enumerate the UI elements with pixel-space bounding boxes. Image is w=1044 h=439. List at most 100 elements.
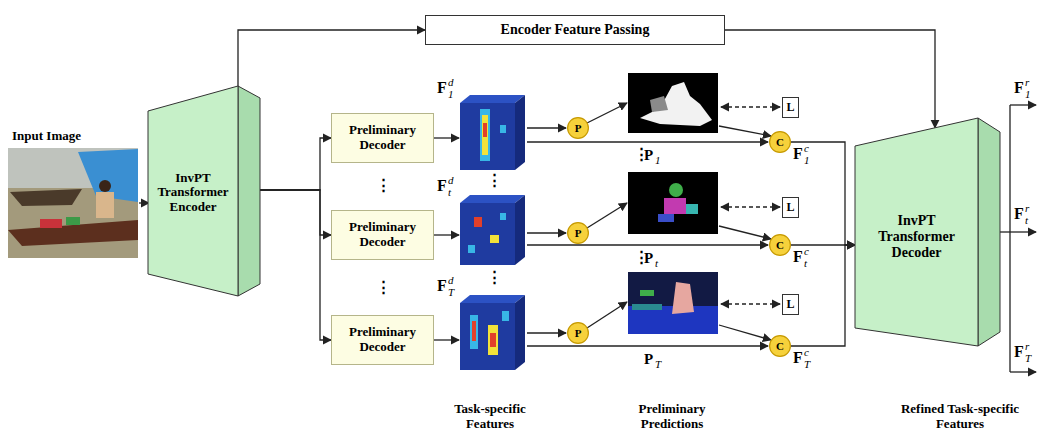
connector-arrow	[238, 30, 425, 86]
feature-activation	[490, 235, 499, 243]
node-label: Preliminary Decoder	[332, 123, 433, 152]
math-index: T	[448, 287, 454, 298]
feature-map-side	[515, 95, 525, 170]
circle-outline	[568, 323, 589, 344]
block-front-face	[148, 86, 238, 296]
prediction-ground	[628, 272, 718, 334]
node-label: L	[786, 298, 794, 311]
node-label: L	[786, 201, 794, 214]
photo-water	[8, 148, 138, 258]
node-label: InvPT Transformer Decoder	[867, 213, 967, 260]
feature-arrow	[527, 332, 566, 333]
math-index: d	[448, 175, 454, 186]
feature-arrow	[527, 127, 566, 128]
circle-outline	[568, 223, 589, 244]
feature-activation	[490, 333, 496, 347]
feature-passing-box: Encoder Feature Passing	[425, 15, 725, 45]
concat-circle: C	[769, 335, 791, 357]
loss-box: L	[782, 294, 799, 315]
parsing-region	[658, 214, 674, 222]
node-text-area: P	[567, 322, 589, 344]
connector-arrow	[725, 30, 935, 128]
feature-arrow	[430, 234, 459, 235]
prediction-arrow	[587, 203, 627, 228]
figure-label: P	[644, 148, 653, 163]
photo-boat	[10, 189, 82, 206]
input-photo	[8, 148, 138, 258]
node-label: P	[575, 327, 582, 339]
node-label: Preliminary Decoder	[332, 220, 433, 249]
math-index: 1	[804, 155, 810, 166]
connector-arrow	[260, 138, 331, 190]
node-text-area: L	[783, 295, 798, 314]
output-arrow	[1010, 104, 1036, 105]
feature-activation	[483, 123, 487, 137]
math-index: d	[448, 77, 454, 88]
feature-activation	[468, 245, 475, 253]
predict-circle: P	[567, 117, 589, 139]
math-index: 1	[655, 155, 661, 166]
circle-outline	[770, 132, 791, 153]
node-label: L	[786, 101, 794, 114]
math-index: r	[1025, 341, 1029, 352]
math-index: t	[448, 187, 451, 198]
node-text-area: InvPT Transformer Decoder	[855, 146, 978, 328]
feature-activation	[470, 315, 478, 349]
decoder-box: Preliminary Decoder	[331, 113, 434, 163]
loss-arrow	[721, 206, 780, 207]
output-arrow	[1010, 371, 1036, 372]
feature-activation	[488, 325, 498, 355]
figure-label: Input Image	[12, 129, 81, 142]
prediction-ground	[628, 73, 718, 133]
segmentation-boat	[632, 304, 662, 310]
section-caption: Task-specific Features	[435, 402, 545, 432]
math-index: r	[1025, 77, 1029, 88]
math-index: c	[804, 347, 809, 358]
feature-map	[460, 295, 525, 370]
node-text-area: L	[783, 98, 798, 117]
figure-label: P	[644, 251, 653, 266]
parsing-prediction	[628, 172, 718, 234]
figure-label: P	[644, 352, 653, 367]
node-text-area: C	[769, 234, 791, 256]
feature-activation	[474, 217, 482, 227]
feature-map-front	[460, 203, 515, 265]
math-index: t	[655, 258, 658, 269]
prediction-arrow	[719, 325, 771, 340]
figure-label: ⋮	[376, 280, 391, 295]
math-index: T	[655, 359, 661, 370]
circle-outline	[770, 336, 791, 357]
output-wire	[1000, 231, 1010, 232]
feature-activation	[500, 125, 506, 133]
math-index: c	[804, 246, 809, 257]
prediction-arrow	[587, 302, 627, 328]
parsing-region	[669, 183, 683, 197]
node-text-area: L	[783, 198, 798, 217]
node-text-area: Preliminary Decoder	[332, 211, 433, 259]
feature-activation	[472, 321, 476, 341]
photo-cargo	[66, 217, 80, 225]
prediction-ground	[628, 172, 718, 234]
connector-arrow	[260, 190, 331, 340]
node-text-area: Preliminary Decoder	[332, 316, 433, 364]
node-label: Preliminary Decoder	[332, 325, 433, 354]
saliency-region	[640, 82, 712, 126]
feature-arrow	[527, 345, 768, 346]
loss-arrow	[721, 303, 780, 304]
feature-activation	[500, 213, 506, 220]
concat-circle: C	[769, 234, 791, 256]
node-label: InvPT Transformer Encoder	[150, 171, 236, 215]
figure-label: F	[793, 249, 803, 265]
segmentation-prediction	[628, 272, 718, 334]
node-text-area: Preliminary Decoder	[332, 114, 433, 162]
figure-label: F	[1014, 344, 1024, 360]
figure-label: F	[437, 278, 447, 294]
circle-outline	[770, 235, 791, 256]
decoder-block: InvPT Transformer Decoder	[855, 118, 1000, 346]
segmentation-person	[672, 282, 694, 314]
block-front-face	[855, 118, 978, 346]
feature-map-top	[460, 295, 525, 303]
node-text-area: P	[567, 222, 589, 244]
node-label: C	[776, 239, 784, 251]
loss-box: L	[782, 97, 799, 118]
